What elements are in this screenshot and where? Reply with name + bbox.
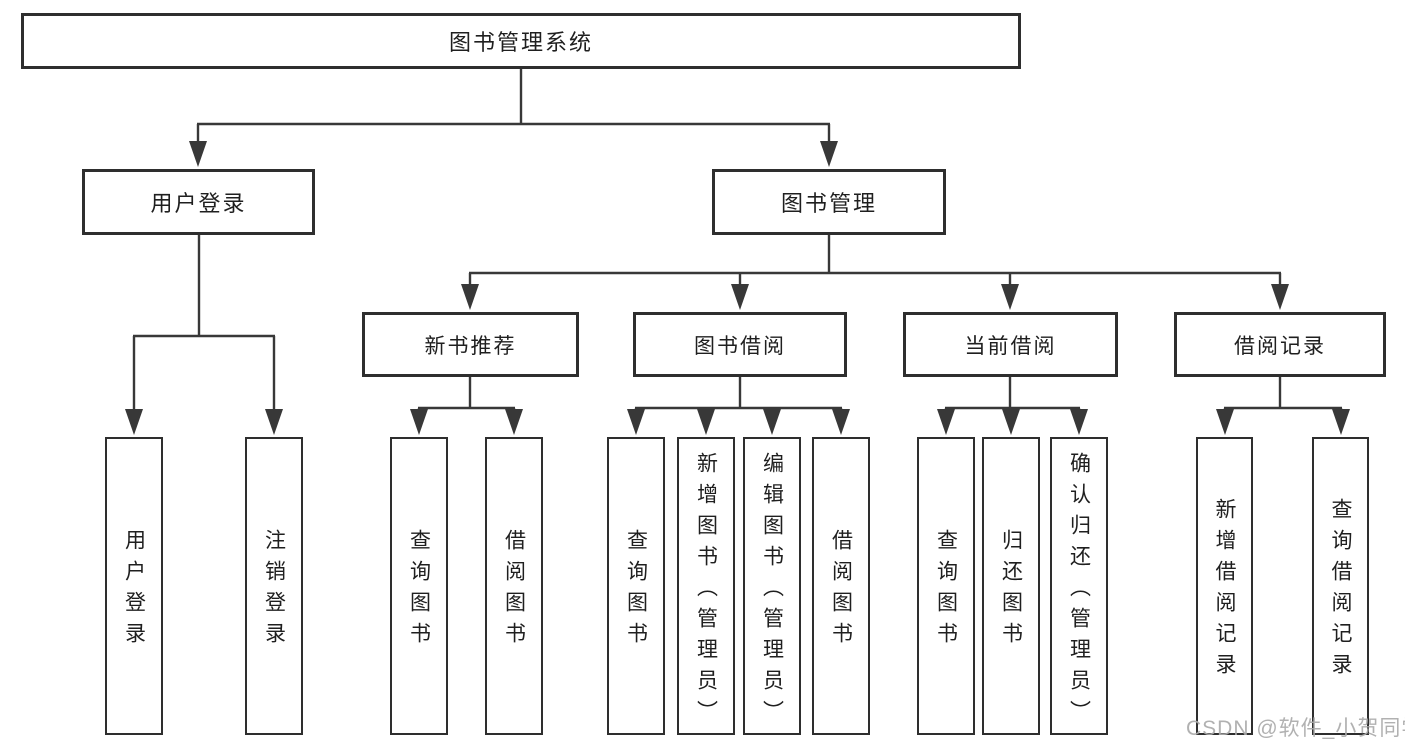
leaf-confirm-return-admin: 确认归还（管理员） — [1050, 437, 1108, 735]
leaf-label: 确认归还（管理员） — [1067, 451, 1091, 731]
leaf-label: 注销登录 — [262, 529, 286, 653]
leaf-query-books: 查询图书 — [390, 437, 448, 735]
node-label: 借阅记录 — [1234, 334, 1326, 358]
leaf-return-books: 归还图书 — [982, 437, 1040, 735]
leaf-logout: 注销登录 — [245, 437, 303, 735]
node-label: 当前借阅 — [964, 334, 1057, 358]
node-book-borrowing: 图书借阅 — [633, 312, 847, 377]
leaf-label: 归还图书 — [999, 529, 1023, 653]
node-new-book-recommendation: 新书推荐 — [362, 312, 579, 377]
leaf-label: 新增借阅记录 — [1213, 498, 1236, 684]
leaf-label: 借阅图书 — [502, 529, 526, 653]
leaf-query-borrow-record: 查询借阅记录 — [1312, 437, 1369, 735]
node-label: 图书管理系统 — [448, 30, 593, 55]
node-label: 新书推荐 — [424, 334, 517, 358]
leaf-add-borrow-record: 新增借阅记录 — [1196, 437, 1253, 735]
watermark-text: CSDN @软件_小贺同学 — [1186, 717, 1405, 740]
leaf-add-books-admin: 新增图书（管理员） — [677, 437, 735, 735]
leaf-query-books: 查询图书 — [607, 437, 665, 735]
leaf-label: 查询图书 — [624, 529, 648, 653]
leaf-label: 查询图书 — [407, 529, 431, 653]
node-library-management-system: 图书管理系统 — [21, 13, 1021, 69]
leaf-borrow-books: 借阅图书 — [485, 437, 543, 735]
node-label: 用户登录 — [150, 191, 247, 216]
leaf-borrow-books: 借阅图书 — [812, 437, 870, 735]
node-user-login: 用户登录 — [82, 169, 315, 235]
leaf-label: 编辑图书（管理员） — [760, 451, 784, 731]
leaf-user-login: 用户登录 — [105, 437, 163, 735]
node-label: 图书借阅 — [694, 334, 786, 358]
node-label: 图书管理 — [780, 191, 877, 216]
node-borrowing-records: 借阅记录 — [1174, 312, 1386, 377]
leaf-query-books: 查询图书 — [917, 437, 975, 735]
node-book-management: 图书管理 — [712, 169, 946, 235]
leaf-label: 用户登录 — [122, 529, 146, 653]
leaf-label: 借阅图书 — [829, 529, 853, 653]
leaf-label: 查询借阅记录 — [1329, 498, 1352, 684]
node-current-borrowing: 当前借阅 — [903, 312, 1118, 377]
leaf-label: 新增图书（管理员） — [694, 451, 718, 731]
leaf-label: 查询图书 — [934, 529, 958, 653]
leaf-edit-books-admin: 编辑图书（管理员） — [743, 437, 801, 735]
